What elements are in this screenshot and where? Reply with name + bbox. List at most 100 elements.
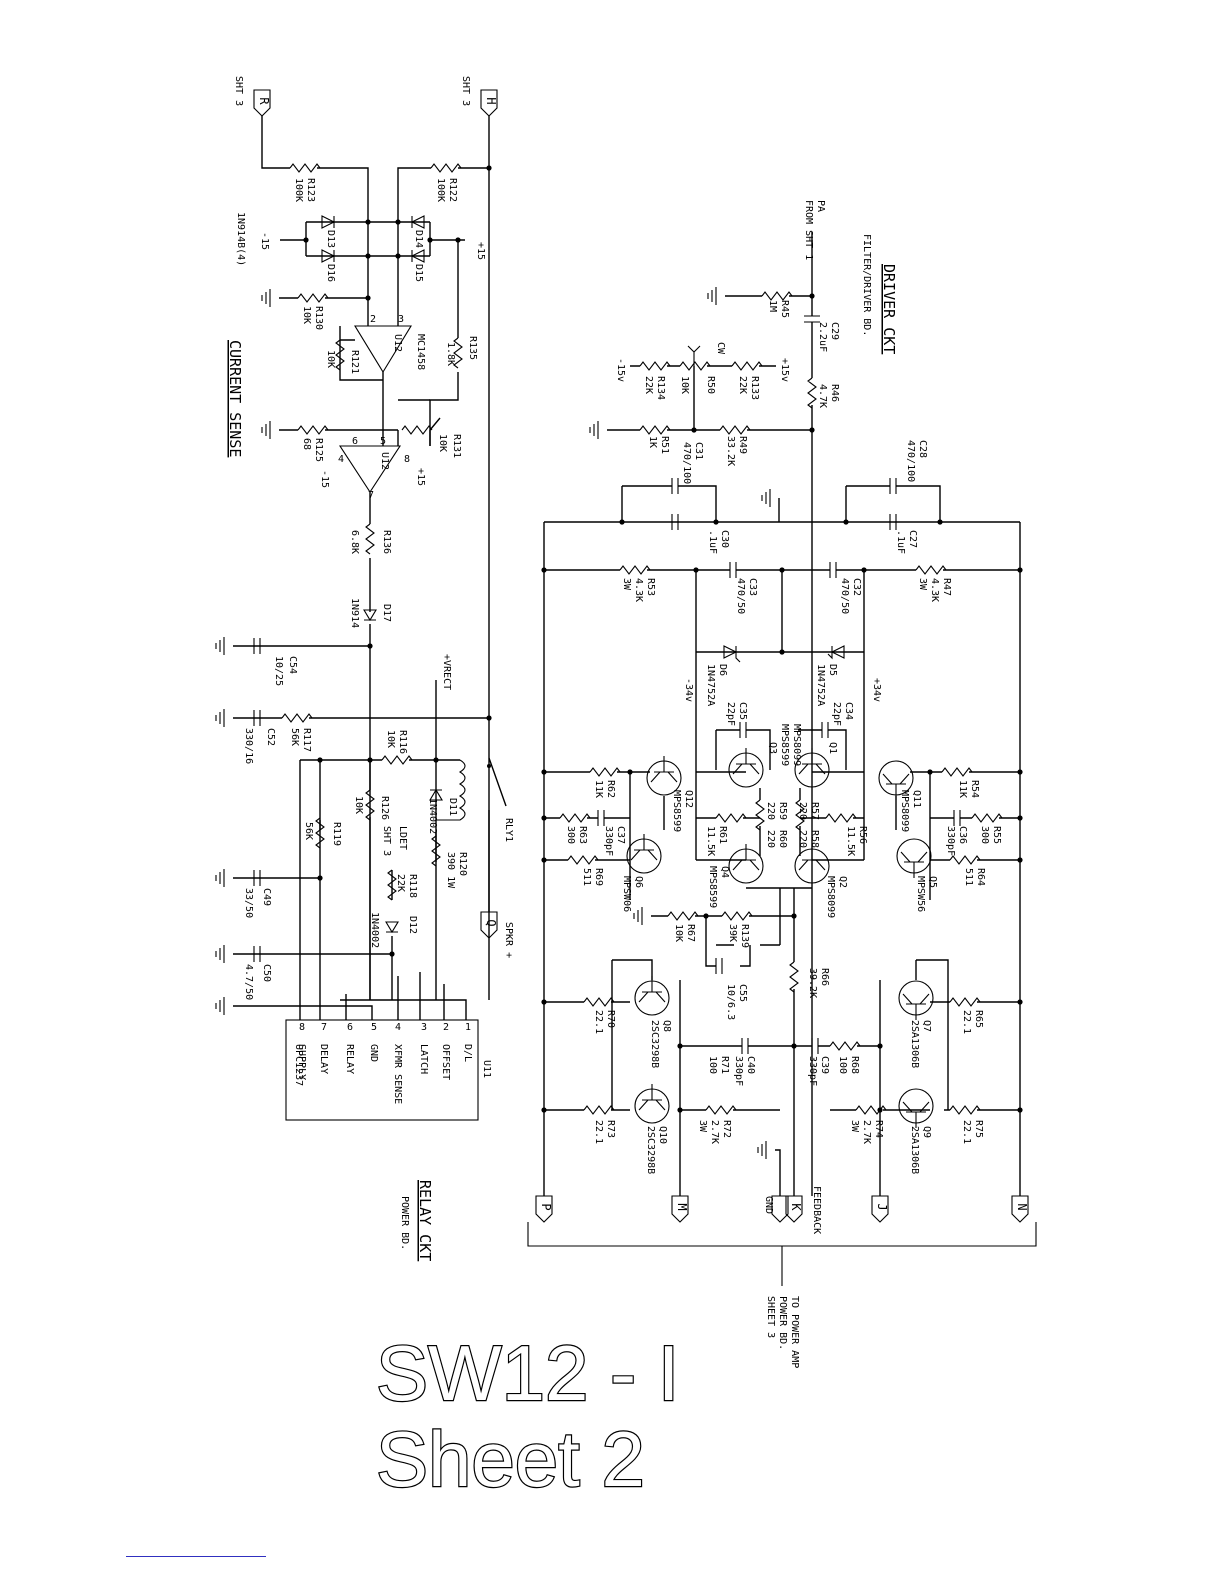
svg-text:R63: R63 (577, 826, 588, 844)
svg-text:R134: R134 (655, 376, 666, 400)
u11-pin-name: LATCH (418, 1044, 429, 1074)
title-line-1: SW12 - I (376, 1329, 679, 1417)
svg-text:SHT 3: SHT 3 (381, 826, 392, 856)
svg-text:D17: D17 (381, 604, 392, 622)
relay-heading: RELAY CKT (416, 1180, 434, 1261)
svg-text:P: P (539, 1203, 553, 1210)
svg-text:3W: 3W (917, 578, 928, 591)
svg-text:R47: R47 (941, 578, 952, 596)
svg-text:10/25: 10/25 (273, 656, 284, 686)
svg-text:R61: R61 (717, 826, 728, 844)
svg-text:R46: R46 (829, 384, 840, 402)
svg-text:+15: +15 (475, 242, 486, 260)
svg-text:C27: C27 (907, 530, 918, 548)
svg-text:MPS8099: MPS8099 (825, 876, 836, 918)
svg-text:FILTER/DRIVER BD.: FILTER/DRIVER BD. (861, 234, 872, 336)
svg-text:22.1: 22.1 (593, 1010, 604, 1034)
u11-pin-number: 3 (421, 1022, 427, 1033)
svg-text:R49: R49 (737, 436, 748, 454)
svg-text:R116: R116 (397, 730, 408, 754)
svg-text:R125: R125 (313, 438, 324, 462)
relay-section: C54 10/25 C52 330/16 R117 56K +VRECT R11… (215, 636, 514, 1261)
svg-text:22K: 22K (737, 376, 748, 394)
svg-text:1N4752A: 1N4752A (705, 664, 716, 706)
svg-text:4: 4 (338, 454, 344, 465)
u11-pin-number: 8 (299, 1022, 305, 1033)
svg-text:C39: C39 (819, 1056, 830, 1074)
u11-pin-number: 1 (465, 1022, 471, 1033)
svg-text:C37: C37 (615, 826, 626, 844)
svg-text:U12: U12 (392, 334, 403, 352)
svg-text:11.5K: 11.5K (845, 826, 856, 856)
svg-text:Q12: Q12 (683, 790, 694, 808)
svg-text:1N4002: 1N4002 (369, 912, 380, 948)
svg-text:Q3: Q3 (767, 742, 778, 754)
svg-text:22K: 22K (643, 376, 654, 394)
svg-text:100: 100 (837, 1056, 848, 1074)
svg-text:330pF: 330pF (807, 1056, 818, 1086)
svg-text:R51: R51 (659, 436, 670, 454)
title-line-2: Sheet 2 (376, 1415, 645, 1503)
svg-text:D12: D12 (407, 916, 418, 934)
svg-text:H: H (484, 97, 498, 104)
svg-text:R53: R53 (645, 578, 656, 596)
svg-text:220: 220 (797, 802, 808, 820)
svg-text:MC1458: MC1458 (415, 334, 426, 370)
u11-pin-name: SUPPLY (296, 1044, 307, 1080)
u11-pin-name: GND (368, 1044, 379, 1062)
svg-text:8: 8 (404, 454, 410, 465)
svg-text:11.5K: 11.5K (705, 826, 716, 856)
svg-text:2SA1306B: 2SA1306B (909, 1126, 920, 1174)
svg-text:U11: U11 (481, 1060, 492, 1078)
svg-text:330pF: 330pF (733, 1056, 744, 1086)
svg-text:R54: R54 (969, 780, 980, 798)
svg-text:470/50: 470/50 (839, 578, 850, 614)
svg-text:2SC3298B: 2SC3298B (649, 1020, 660, 1068)
svg-text:11K: 11K (957, 780, 968, 798)
svg-text:56K: 56K (303, 822, 314, 840)
svg-text:4.7/50: 4.7/50 (243, 964, 254, 1000)
u11-pin-name: D/L (462, 1044, 473, 1062)
svg-text:5: 5 (380, 436, 386, 447)
svg-text:D11: D11 (447, 798, 458, 816)
transistor-q8 (634, 975, 670, 1016)
svg-text:1N914B(4): 1N914B(4) (235, 212, 246, 266)
svg-text:FROM SHT 1: FROM SHT 1 (803, 200, 814, 260)
connector-h: H SHT 3 (460, 76, 498, 117)
svg-text:D14: D14 (413, 230, 424, 248)
svg-text:10K: 10K (679, 376, 690, 394)
u11-pin-number: 7 (321, 1022, 327, 1033)
transistor-q6 (626, 833, 662, 874)
svg-text:Q7: Q7 (921, 1020, 932, 1032)
svg-text:10K: 10K (437, 434, 448, 452)
svg-text:R118: R118 (407, 874, 418, 898)
svg-text:33/50: 33/50 (243, 888, 254, 918)
svg-text:470/100: 470/100 (681, 442, 692, 484)
svg-text:33.2K: 33.2K (725, 436, 736, 466)
svg-text:R60: R60 (777, 830, 788, 848)
svg-text:R136: R136 (381, 530, 392, 554)
svg-text:CW: CW (715, 342, 726, 355)
svg-text:Q2: Q2 (837, 876, 848, 888)
svg-text:100K: 100K (293, 178, 304, 202)
svg-text:FEEDBACK: FEEDBACK (811, 1186, 822, 1234)
svg-text:300: 300 (565, 826, 576, 844)
svg-text:10K: 10K (325, 350, 336, 368)
svg-text:D16: D16 (325, 264, 336, 282)
connector-n: N (1011, 1195, 1029, 1223)
u11-pin-name: DELAY (318, 1044, 329, 1074)
svg-text:MPSW56: MPSW56 (915, 876, 926, 912)
svg-text:1.8K: 1.8K (445, 342, 456, 366)
svg-text:POWER BD.: POWER BD. (399, 1196, 410, 1250)
svg-text:330pF: 330pF (945, 826, 956, 856)
svg-text:2: 2 (370, 314, 376, 325)
svg-text:39K: 39K (727, 924, 738, 942)
svg-text:11K: 11K (593, 780, 604, 798)
svg-text:R50: R50 (705, 376, 716, 394)
svg-text:3W: 3W (697, 1120, 708, 1133)
svg-text:R121: R121 (349, 350, 360, 374)
svg-text:R56: R56 (857, 826, 868, 844)
svg-text:MPS8599: MPS8599 (707, 866, 718, 908)
